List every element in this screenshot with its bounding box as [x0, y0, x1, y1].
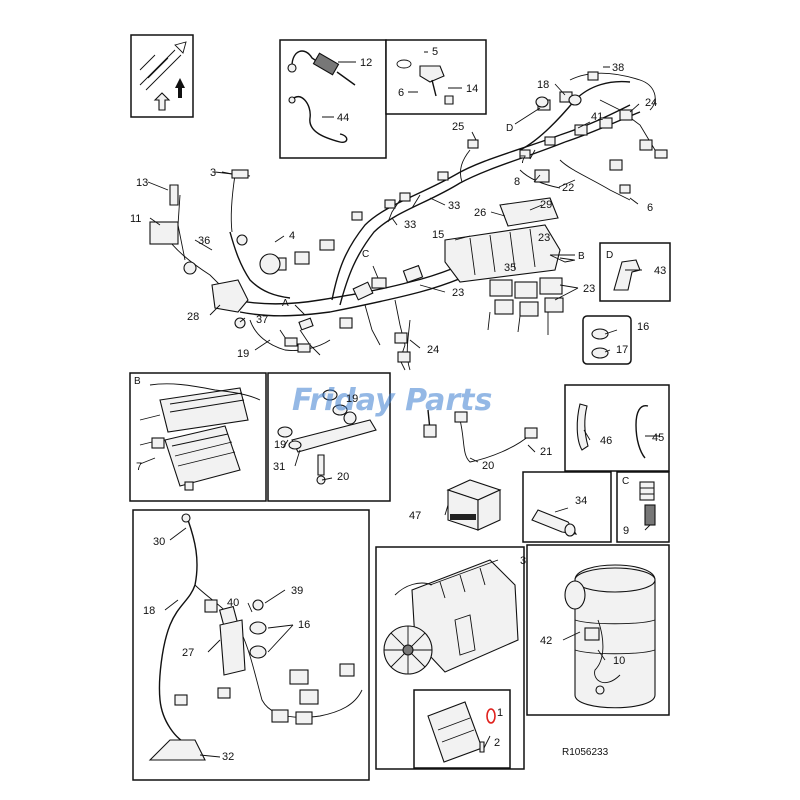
- callout-16b: 16: [298, 619, 310, 631]
- callout-7b: 7: [136, 461, 142, 473]
- callout-21: 21: [540, 446, 552, 458]
- callout-16: 16: [637, 321, 649, 333]
- callout-D: D: [506, 123, 513, 134]
- callout-27: 27: [182, 647, 194, 659]
- callout-12: 12: [360, 57, 372, 69]
- callout-42: 42: [540, 635, 552, 647]
- callout-44: 44: [337, 112, 349, 124]
- callout-6: 6: [398, 87, 404, 99]
- callout-20b: 20: [482, 460, 494, 472]
- callout-41: 41: [591, 111, 603, 123]
- callout-17: 17: [616, 344, 628, 356]
- callout-19c: 19: [274, 439, 286, 451]
- tank-42-drawing: [564, 564, 656, 709]
- callout-14: 14: [466, 83, 478, 95]
- callout-C-box: C: [622, 476, 629, 487]
- detail-box-C-9: [616, 471, 670, 543]
- callout-35: 35: [504, 262, 516, 274]
- callout-24: 24: [645, 97, 657, 109]
- leader-lines: [139, 51, 660, 758]
- connector-34-drawing: [531, 509, 578, 537]
- sensor-5-6-14-drawing: [396, 59, 454, 105]
- callout-26: 26: [474, 207, 486, 219]
- callout-24b: 24: [427, 344, 439, 356]
- callout-38: 38: [612, 62, 624, 74]
- callout-30: 30: [153, 536, 165, 548]
- detail-box-D-43: [599, 242, 671, 302]
- callout-6b: 6: [647, 202, 653, 214]
- callout-10: 10: [613, 655, 625, 667]
- callout-33b: 33: [404, 219, 416, 231]
- main-harness-drawing: [149, 71, 668, 371]
- callout-36: 36: [198, 235, 210, 247]
- callout-28: 28: [187, 311, 199, 323]
- engine-drawing: [383, 559, 519, 675]
- callout-33a: 33: [448, 200, 460, 212]
- cable-45-drawing: [635, 405, 649, 459]
- callout-8: 8: [514, 176, 520, 188]
- callout-47: 47: [409, 510, 421, 522]
- callout-18b: 18: [143, 605, 155, 617]
- callout-45: 45: [652, 432, 664, 444]
- reference-code: R1056233: [562, 747, 609, 758]
- watermark-text: Friday Parts: [292, 383, 492, 418]
- bracket-31-drawing: [277, 389, 377, 485]
- detail-box-harness-30: [132, 509, 370, 781]
- callout-15: 15: [432, 229, 444, 241]
- callout-23c: 23: [583, 283, 595, 295]
- callout-1: 1: [497, 707, 503, 719]
- callout-23a: 23: [538, 232, 550, 244]
- highlight-oring: [486, 708, 496, 724]
- sensor-9-drawing: [639, 481, 656, 526]
- callout-labels: 12 5 6 14 38 18 24 D 41 44 25 7 8 22 13 …: [130, 46, 666, 763]
- callout-7: 7: [520, 154, 526, 166]
- callout-9: 9: [623, 525, 629, 537]
- callout-34: 34: [575, 495, 587, 507]
- callout-B-box: B: [134, 376, 141, 387]
- harness-20-21-drawing: [423, 409, 538, 463]
- callout-D-box: D: [606, 250, 613, 261]
- callout-13: 13: [136, 177, 148, 189]
- callout-20a: 20: [337, 471, 349, 483]
- callout-40: 40: [227, 597, 239, 609]
- callout-3: 3: [210, 167, 216, 179]
- callout-C: C: [362, 249, 369, 260]
- callout-46: 46: [600, 435, 612, 447]
- harness-30-drawing: [148, 513, 363, 761]
- callout-32: 32: [222, 751, 234, 763]
- callout-18: 18: [537, 79, 549, 91]
- callout-B: B: [578, 251, 585, 262]
- sensor-12-drawing: [287, 50, 356, 86]
- callout-A: A: [282, 298, 289, 309]
- ecu-1-drawing: [427, 701, 496, 763]
- ecu-7-drawing: [139, 383, 261, 491]
- callout-39: 39: [291, 585, 303, 597]
- callout-3b: 3: [520, 555, 526, 567]
- callout-43: 43: [654, 265, 666, 277]
- callout-22: 22: [562, 182, 574, 194]
- callout-19: 19: [237, 348, 249, 360]
- detail-box-12-44: [279, 39, 387, 159]
- callout-25: 25: [452, 121, 464, 133]
- callout-4: 4: [289, 230, 295, 242]
- clip-46-drawing: [576, 403, 589, 451]
- callout-19b: 19: [346, 393, 358, 405]
- callout-5: 5: [432, 46, 438, 58]
- box-47-drawing: [446, 479, 502, 531]
- callout-31: 31: [273, 461, 285, 473]
- cable-44-drawing: [288, 95, 348, 144]
- callout-29: 29: [540, 199, 552, 211]
- callout-11: 11: [130, 213, 141, 225]
- callout-23b: 23: [452, 287, 464, 299]
- callout-2: 2: [494, 737, 500, 749]
- callout-37: 37: [256, 314, 268, 326]
- orientation-icon: [139, 41, 187, 111]
